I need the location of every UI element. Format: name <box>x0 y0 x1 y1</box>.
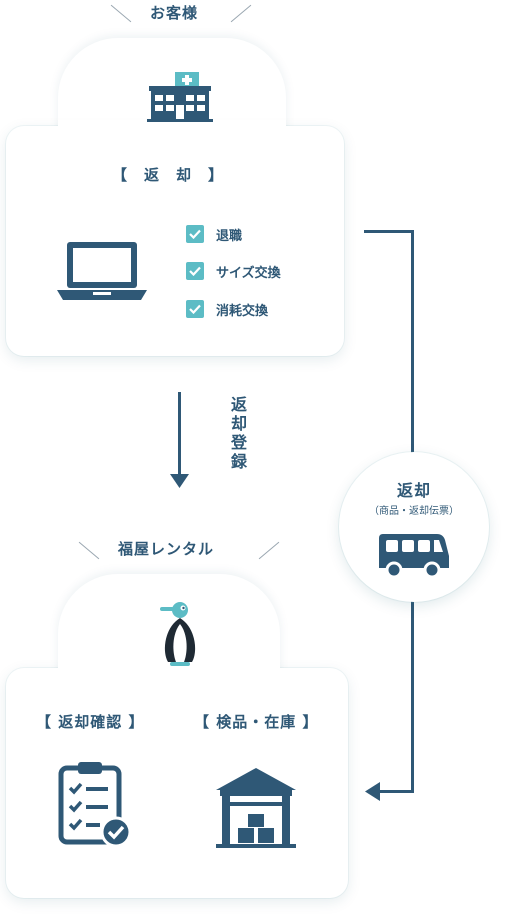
return-badge <box>339 452 489 602</box>
connector-right-vertical-top <box>411 230 414 460</box>
checklist-item-wear-exchange: 消耗交換 <box>186 299 268 319</box>
step-return-check-title: 【 返却確認 】 <box>36 713 145 731</box>
return-registration-label: 返却登録 <box>228 396 247 472</box>
step-inspection-title: 【 検品・在庫 】 <box>194 713 319 731</box>
checkbox-checked-icon <box>186 225 204 243</box>
connector-top-horizontal <box>364 230 414 233</box>
checklist-label: サイズ交換 <box>216 265 281 281</box>
connector-bottom-horizontal <box>378 790 414 793</box>
heading-decoration-left <box>78 541 100 560</box>
heading-decoration-right <box>258 541 280 560</box>
card-bump-cover <box>58 660 280 700</box>
down-arrow-line <box>178 392 181 476</box>
company-heading: 福屋レンタル <box>118 540 215 558</box>
customer-card <box>6 126 344 356</box>
return-badge-title: 返却 <box>396 481 431 500</box>
checklist-item-retirement: 退職 <box>186 224 242 244</box>
card-bump-cover <box>58 120 286 160</box>
heading-decoration-left <box>110 4 132 23</box>
checkbox-checked-icon <box>186 262 204 280</box>
return-badge-subtitle: （商品・返却伝票） <box>369 506 459 517</box>
checklist-label: 消耗交換 <box>216 303 269 319</box>
hospital-icon <box>147 72 213 122</box>
down-arrow-head-icon <box>170 474 189 488</box>
heading-decoration-right <box>230 4 252 23</box>
left-arrow-head-icon <box>365 782 380 801</box>
laptop-icon <box>57 242 147 300</box>
clipboard-check-icon <box>58 762 132 848</box>
customer-card-title: 【 返 却 】 <box>112 166 225 184</box>
checklist-item-size-exchange: サイズ交換 <box>186 261 281 281</box>
connector-right-vertical-bottom <box>411 600 414 793</box>
van-icon <box>379 534 449 579</box>
warehouse-icon <box>216 768 296 848</box>
customer-heading: お客様 <box>150 4 199 22</box>
penguin-mascot-icon <box>160 602 196 666</box>
checkbox-checked-icon <box>186 300 204 318</box>
checklist-label: 退職 <box>216 228 243 244</box>
